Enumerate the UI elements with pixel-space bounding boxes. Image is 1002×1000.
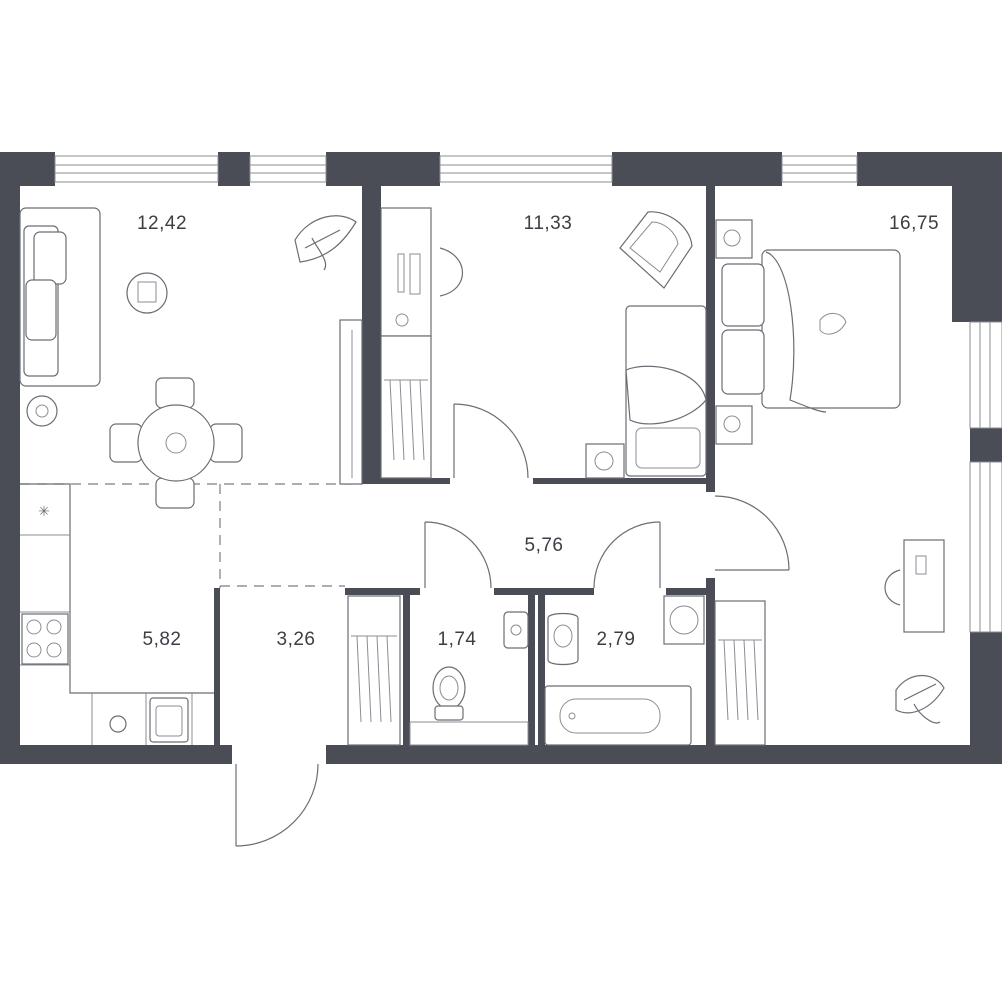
area-labels: 12,42 11,33 16,75 5,76 5,82 3,26 1,74 2,… — [137, 213, 939, 650]
wardrobe-icon — [714, 600, 766, 746]
hall-area: 5,76 — [525, 535, 564, 556]
inner-walls — [214, 186, 715, 748]
bathroom-area: 2,79 — [597, 629, 636, 650]
doors — [235, 403, 790, 847]
nightstand-icon — [585, 443, 625, 479]
windows — [54, 155, 1002, 633]
wardrobe-icon — [347, 595, 401, 746]
wardrobe-icon — [339, 319, 363, 485]
sink-icon — [503, 611, 529, 649]
sink-icon — [547, 612, 579, 666]
bedroom-1-area: 11,33 — [524, 213, 573, 234]
entry-area: 3,26 — [277, 629, 316, 650]
nightstand-icon — [715, 219, 753, 445]
svg-text:✳: ✳ — [38, 504, 50, 520]
living-room-area: 12,42 — [137, 213, 187, 234]
lamp-icon — [26, 395, 58, 427]
toilet-icon — [409, 666, 529, 746]
rug-icon — [126, 272, 168, 314]
dining-table-icon — [109, 377, 243, 509]
outer-walls — [0, 152, 1002, 764]
plant-icon — [895, 675, 945, 724]
bed-icon — [721, 249, 901, 413]
armchair-icon — [619, 211, 693, 289]
sofa-icon — [19, 207, 101, 387]
bathtub-icon — [544, 685, 692, 746]
plant-icon — [294, 215, 357, 271]
bed-icon — [625, 305, 707, 477]
kitchen-counter: ✳ — [20, 483, 214, 745]
stove-icon — [21, 613, 69, 665]
desk-icon — [380, 207, 464, 337]
toilet-area: 1,74 — [438, 629, 477, 650]
kitchen-area: 5,82 — [143, 629, 182, 650]
wardrobe-icon — [380, 335, 432, 479]
sink-icon — [109, 697, 189, 743]
washing-machine-icon — [663, 595, 705, 645]
bedroom-2-area: 16,75 — [889, 213, 939, 234]
desk-icon — [884, 539, 945, 633]
